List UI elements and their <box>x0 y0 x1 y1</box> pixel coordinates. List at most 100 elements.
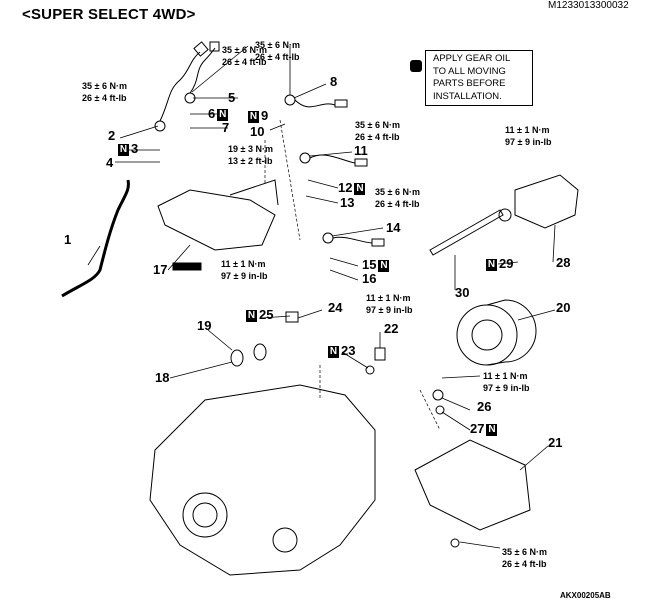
part-label: 1 <box>64 232 72 247</box>
part-label: 20 <box>556 300 571 315</box>
torque-imperial: 97 ± 9 in-lb <box>505 137 552 147</box>
part-label: 21 <box>548 435 563 450</box>
new-part-mark: N <box>486 423 498 436</box>
part-label: 28 <box>556 255 571 270</box>
torque-imperial: 97 ± 9 in-lb <box>366 305 413 315</box>
torque-imperial: 13 ± 2 ft-lb <box>228 156 273 166</box>
torque-metric: 35 ± 6 N·m <box>82 81 127 91</box>
part-number: 29 <box>499 256 514 271</box>
speed-sensor-2 <box>154 41 209 132</box>
torque-metric: 35 ± 6 N·m <box>375 187 420 197</box>
part-label: 2 <box>108 128 116 143</box>
torque-metric: 11 ± 1 N·m <box>221 259 266 269</box>
new-part-mark: N <box>217 108 229 121</box>
sensor-8 <box>284 94 348 108</box>
figure-id: AKX00205AB <box>560 591 611 600</box>
torque-imperial: 26 ± 4 ft-lb <box>255 52 300 62</box>
torque-imperial: 26 ± 4 ft-lb <box>355 132 400 142</box>
part-label: 18 <box>155 370 170 385</box>
new-part-mark: N <box>118 143 129 156</box>
part-label: 19 <box>197 318 212 333</box>
torque-metric: 35 ± 6 N·m <box>355 120 400 130</box>
torque-imperial: 26 ± 4 ft-lb <box>502 559 547 569</box>
part-label: 7 <box>222 120 230 135</box>
part-label: 8 <box>330 74 338 89</box>
torque-imperial: 26 ± 4 ft-lb <box>375 199 420 209</box>
note-line: PARTS BEFORE <box>433 78 506 89</box>
part-label: 24 <box>328 300 343 315</box>
bracket <box>414 439 531 531</box>
part-number: 12 <box>338 180 353 195</box>
new-part-mark: N <box>246 309 257 322</box>
torque-imperial: 97 ± 9 in-lb <box>221 271 268 281</box>
new-part-mark: N <box>486 258 497 271</box>
transfer-case-body <box>149 384 376 576</box>
torque-metric: 11 ± 1 N·m <box>483 371 528 381</box>
part-number: 15 <box>362 257 377 272</box>
torque-spec: 11 ± 1 N·m 97 ± 9 in-lb <box>221 258 267 282</box>
part-label: 22 <box>384 321 399 336</box>
page-title: <SUPER SELECT 4WD> <box>22 6 196 23</box>
part-label: 11 <box>354 143 368 158</box>
torque-spec: 35 ± 6 N·m 26 ± 4 ft-lb <box>375 186 420 210</box>
part-label: 16 <box>362 271 377 286</box>
torque-imperial: 26 ± 4 ft-lb <box>82 93 127 103</box>
new-part-mark: N <box>354 182 366 195</box>
part-number: 27 <box>470 421 485 436</box>
gear-oil-note: APPLY GEAR OIL TO ALL MOVING PARTS BEFOR… <box>425 50 533 106</box>
torque-metric: 35 ± 6 N·m <box>502 547 547 557</box>
new-part-mark: N <box>248 110 259 123</box>
shift-rail <box>429 209 504 256</box>
torque-spec: 11 ± 1 N·m 97 ± 9 in-lb <box>483 370 529 394</box>
torque-spec: 35 ± 6 N·m 26 ± 4 ft-lb <box>255 39 300 63</box>
part-label: 4 <box>106 155 114 170</box>
new-part-mark: N <box>378 259 390 272</box>
part-label: 30 <box>455 285 470 300</box>
part-label: 10 <box>250 124 265 139</box>
part-label: 17 <box>153 262 168 277</box>
part-label: 5 <box>228 90 236 105</box>
part-number: 23 <box>341 343 356 358</box>
part-number: 3 <box>131 141 139 156</box>
torque-spec: 35 ± 6 N·m 26 ± 4 ft-lb <box>222 44 267 68</box>
torque-imperial: 26 ± 4 ft-lb <box>222 57 267 67</box>
part-label: 26 <box>477 399 492 414</box>
breather-hose <box>61 179 130 298</box>
torque-imperial: 97 ± 9 in-lb <box>483 383 530 393</box>
figure-code: M1233013300032 <box>548 0 629 11</box>
note-line: APPLY GEAR OIL <box>433 53 511 64</box>
torque-metric: 11 ± 1 N·m <box>505 125 550 135</box>
new-part-mark: N <box>328 345 339 358</box>
torque-spec: 19 ± 3 N·m 13 ± 2 ft-lb <box>228 143 273 167</box>
torque-metric: 35 ± 6 N·m <box>255 40 300 50</box>
sensor-14 <box>322 232 385 247</box>
torque-spec: 11 ± 1 N·m 97 ± 9 in-lb <box>505 124 551 148</box>
torque-spec: 35 ± 6 N·m 26 ± 4 ft-lb <box>355 119 400 143</box>
part-label: 13 <box>340 195 355 210</box>
note-line: TO ALL MOVING <box>433 65 506 77</box>
actuator <box>514 174 579 229</box>
bearing <box>456 299 537 366</box>
sensor-11 <box>299 152 368 167</box>
torque-metric: 19 ± 3 N·m <box>228 144 273 154</box>
part-label: 14 <box>386 220 401 235</box>
torque-spec: 35 ± 6 N·m 26 ± 4 ft-lb <box>82 80 127 104</box>
oil-can-icon <box>410 60 422 72</box>
torque-spec: 35 ± 6 N·m 26 ± 4 ft-lb <box>502 546 547 570</box>
torque-metric: 35 ± 6 N·m <box>222 45 267 55</box>
speed-sensor-5 <box>184 41 220 104</box>
torque-metric: 11 ± 1 N·m <box>366 293 411 303</box>
part-number: 9 <box>261 108 269 123</box>
transfer-cover <box>157 189 276 251</box>
torque-spec: 11 ± 1 N·m 97 ± 9 in-lb <box>366 292 412 316</box>
